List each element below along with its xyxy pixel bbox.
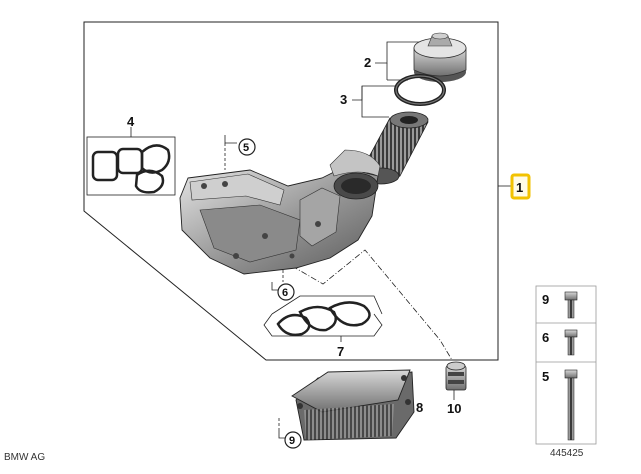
oil-cooler <box>291 369 415 441</box>
bolt-9 <box>564 291 578 319</box>
callout-8[interactable]: 8 <box>416 400 423 415</box>
brand-label: BMW AG <box>4 452 45 463</box>
assembly-outline <box>83 21 499 361</box>
callout-1[interactable]: 1 <box>516 180 523 195</box>
leader-lines <box>86 41 512 439</box>
selected-part-highlight <box>510 173 531 200</box>
callout-5[interactable]: 5 <box>243 142 249 154</box>
callout-4[interactable]: 4 <box>127 114 135 129</box>
legend-item-5[interactable]: 5 <box>542 369 549 384</box>
legend-item-6[interactable]: 6 <box>542 330 549 345</box>
oil-filter-cap <box>413 32 467 82</box>
callout-6-ring <box>277 283 295 301</box>
callout-6[interactable]: 6 <box>282 287 288 299</box>
callout-9-ring <box>284 431 302 449</box>
callout-10[interactable]: 10 <box>447 401 461 416</box>
callout-7[interactable]: 7 <box>337 344 344 359</box>
housing-gasket <box>276 301 371 337</box>
callout-2[interactable]: 2 <box>364 55 371 70</box>
gasket-set <box>91 144 171 194</box>
oil-filter-housing <box>179 149 381 275</box>
oil-pressure-sensor <box>445 361 467 391</box>
bolt-5 <box>564 369 578 441</box>
bolt-6 <box>564 329 578 356</box>
fastener-legend: 9 6 5 <box>535 285 597 445</box>
o-rings <box>394 74 446 106</box>
callout-3[interactable]: 3 <box>340 92 347 107</box>
callout-5-ring <box>238 138 256 156</box>
image-number: 445425 <box>550 448 584 459</box>
callout-9[interactable]: 9 <box>289 435 295 447</box>
legend-item-9[interactable]: 9 <box>542 292 549 307</box>
